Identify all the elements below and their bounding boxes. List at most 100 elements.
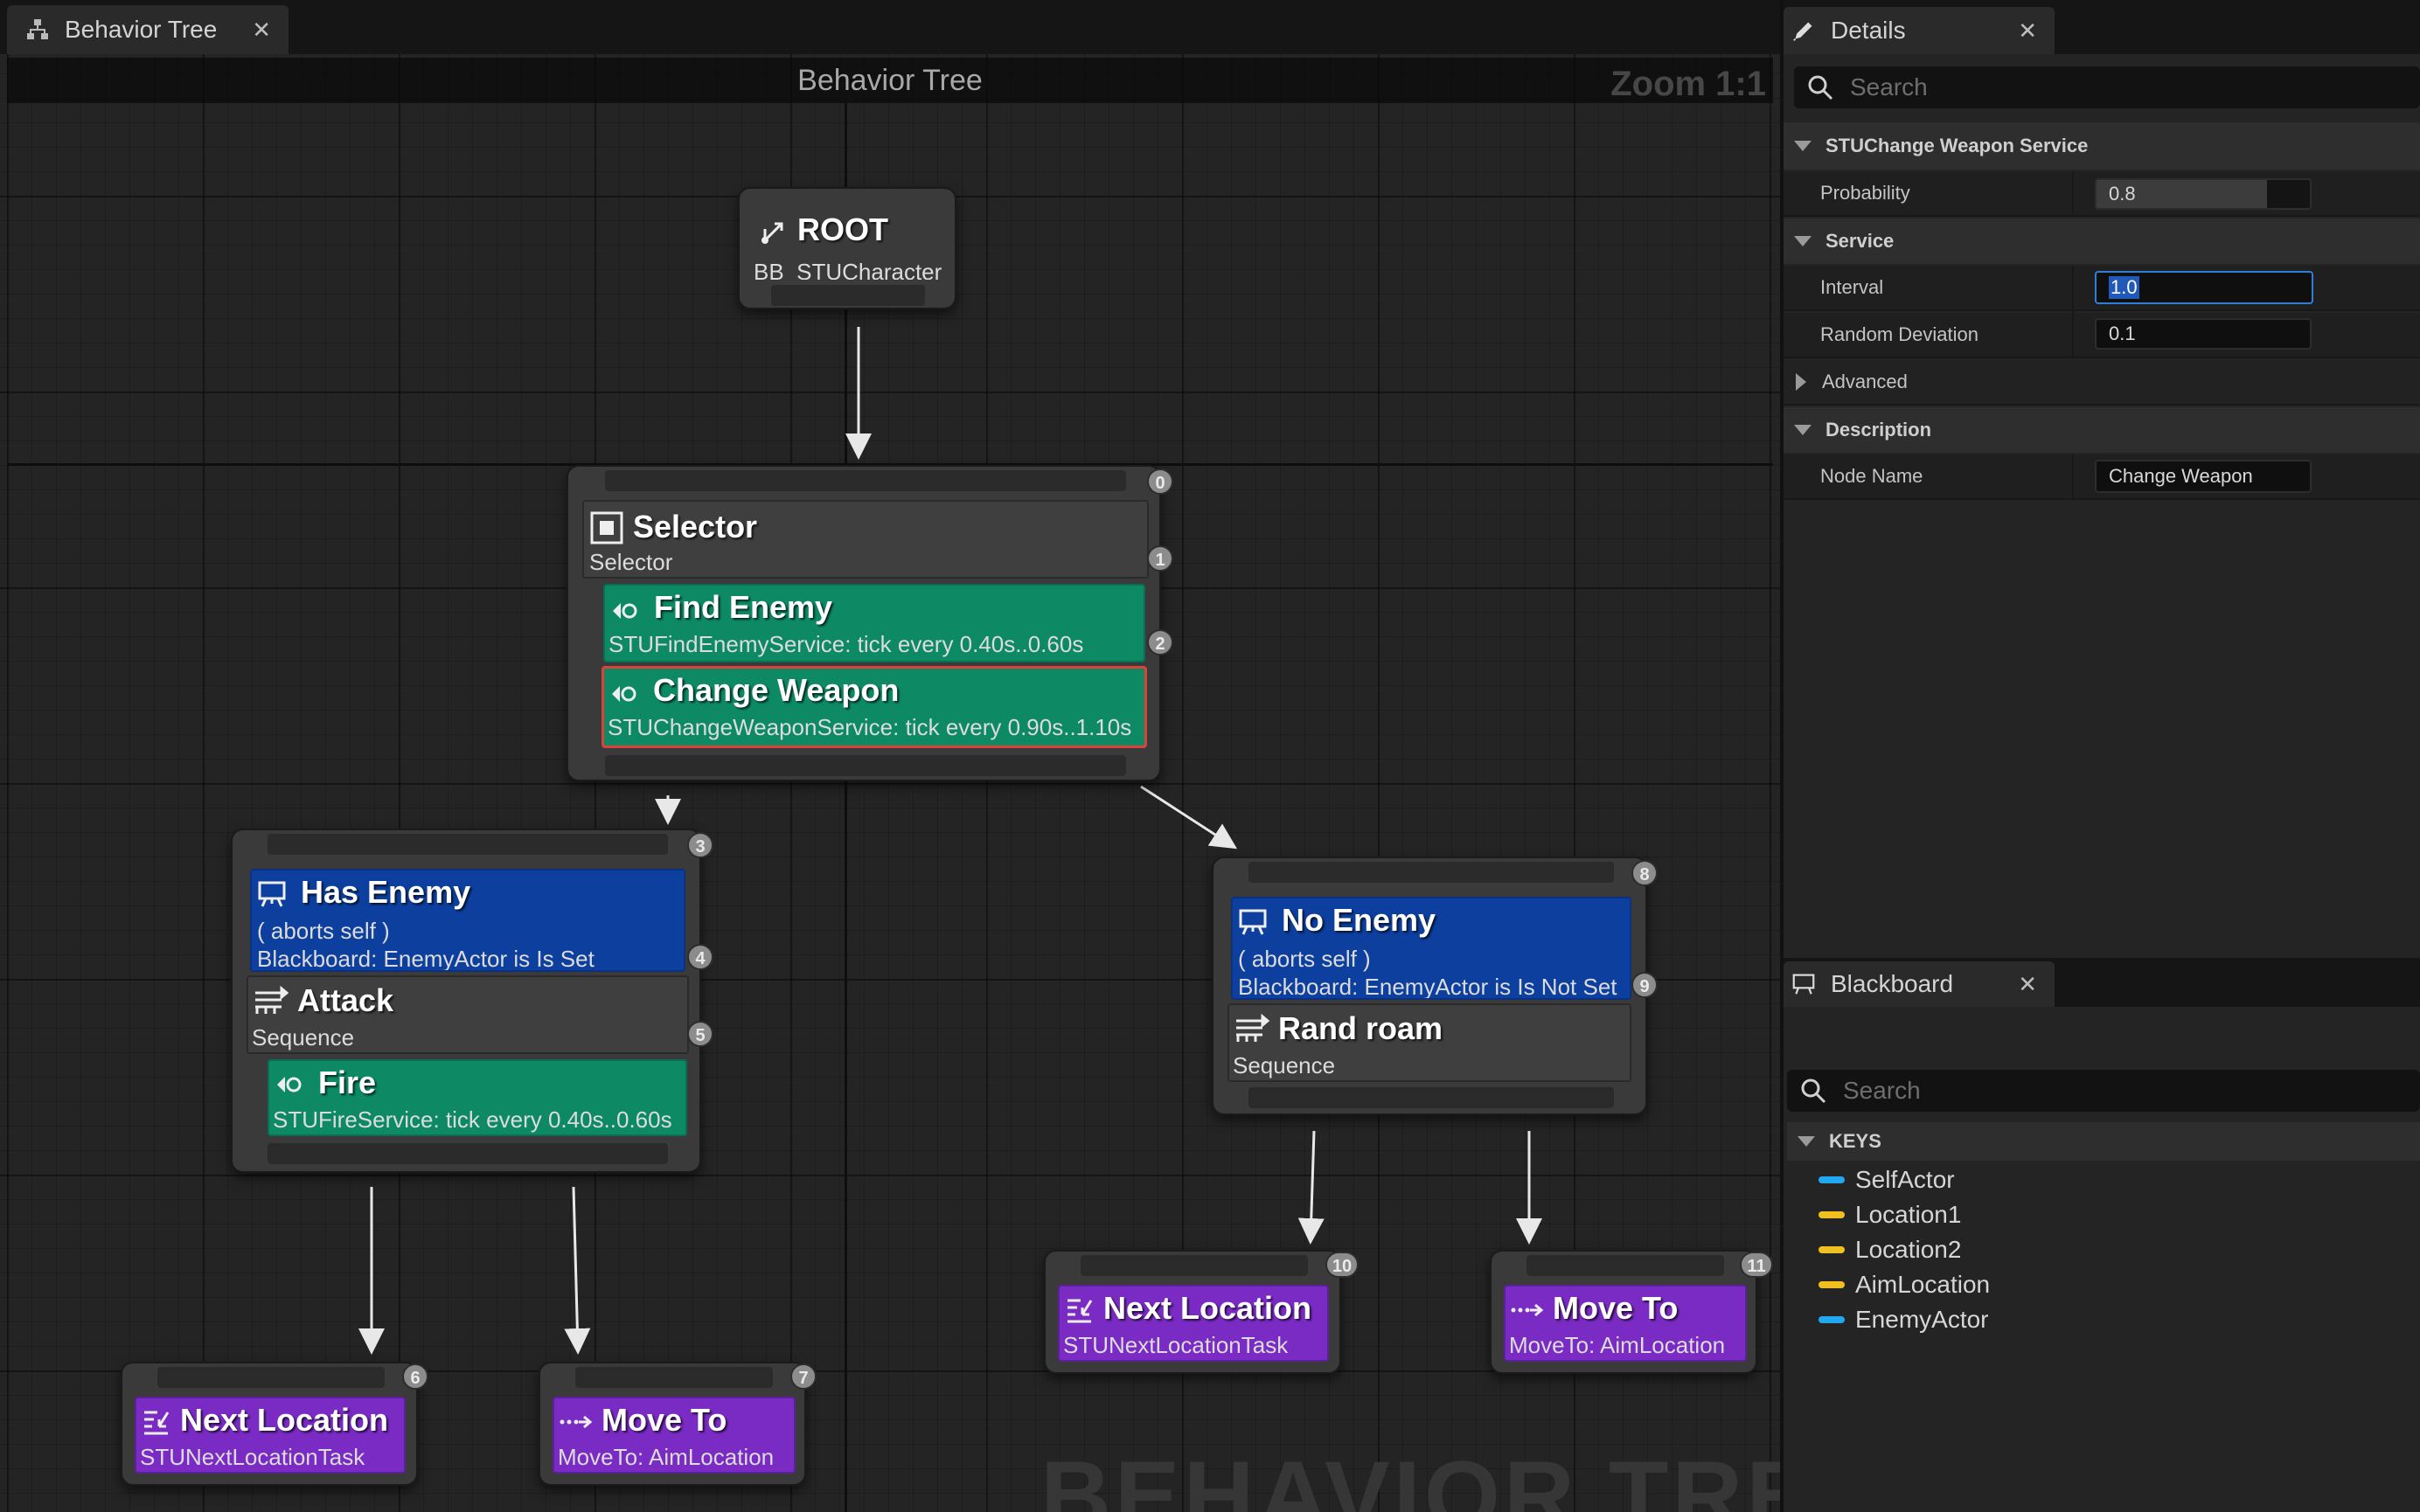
node-subtitle: ( aborts self ) — [257, 918, 390, 944]
execution-index: 9 — [1631, 972, 1658, 998]
key-type-indicator — [1818, 1316, 1845, 1323]
key-type-indicator — [1818, 1281, 1845, 1288]
output-pin[interactable] — [268, 1143, 668, 1164]
random-deviation-value: 0.1 — [2109, 323, 2136, 344]
sequence-attack[interactable]: Attack Sequence — [247, 975, 689, 1054]
input-pin[interactable] — [1526, 1255, 1724, 1276]
node-move-to-b[interactable]: Move To MoveTo: AimLocation — [1490, 1250, 1757, 1374]
graph-axis-vertical — [845, 103, 847, 1512]
category-keys[interactable]: KEYS — [1787, 1122, 2420, 1161]
node-title: No Enemy — [1282, 902, 1436, 938]
root-body: ROOT BB_STUCharacter — [750, 201, 944, 280]
key-type-indicator — [1818, 1176, 1845, 1183]
decorator-has-enemy[interactable]: Has Enemy ( aborts self ) Blackboard: En… — [250, 869, 685, 972]
node-attack[interactable]: Has Enemy ( aborts self ) Blackboard: En… — [231, 829, 701, 1173]
input-pin[interactable] — [1081, 1255, 1308, 1276]
wire-attack-moveto — [564, 1186, 591, 1355]
blackboard-key-enemy-actor[interactable]: EnemyActor — [1818, 1306, 1989, 1334]
blackboard-key-aim-location[interactable]: AimLocation — [1818, 1271, 1990, 1299]
tab-details[interactable]: Details ✕ — [1784, 7, 2055, 54]
node-subtitle: MoveTo: AimLocation — [558, 1444, 775, 1470]
input-pin[interactable] — [157, 1367, 385, 1388]
property-label: Node Name — [1820, 465, 1923, 487]
output-pin[interactable] — [1248, 1087, 1614, 1108]
key-label: AimLocation — [1855, 1271, 1991, 1298]
random-deviation-input[interactable]: 0.1 — [2095, 318, 2312, 350]
tab-label: Details — [1831, 17, 1906, 44]
node-selector[interactable]: Selector Selector Find Enemy STUFindEnem… — [567, 465, 1161, 781]
category-label: KEYS — [1829, 1130, 1881, 1152]
category-description[interactable]: Description — [1784, 407, 2420, 453]
category-advanced[interactable]: Advanced — [1784, 360, 2420, 406]
task-next-location[interactable]: Next Location STUNextLocationTask — [1058, 1285, 1329, 1362]
node-subtitle: Blackboard: EnemyActor is Is Not Set — [1238, 974, 1617, 1000]
node-title: Change Weapon — [653, 672, 900, 708]
property-label: Advanced — [1822, 371, 1908, 392]
node-title: Has Enemy — [301, 874, 471, 910]
task-next-location[interactable]: Next Location STUNextLocationTask — [135, 1397, 406, 1474]
input-pin[interactable] — [605, 470, 1126, 491]
wire-randroam-nextlocation — [1297, 1130, 1325, 1245]
node-name-input[interactable]: Change Weapon — [2095, 460, 2312, 493]
node-title: ROOT — [797, 212, 888, 247]
tab-behavior-tree[interactable]: Behavior Tree ✕ — [7, 5, 289, 54]
key-label: Location2 — [1855, 1236, 1962, 1263]
node-next-location-a[interactable]: Next Location STUNextLocationTask — [121, 1362, 418, 1486]
node-name-value: Change Weapon — [2109, 465, 2253, 487]
node-move-to-a[interactable]: Move To MoveTo: AimLocation — [539, 1362, 806, 1486]
node-next-location-b[interactable]: Next Location STUNextLocationTask — [1044, 1250, 1341, 1374]
details-search-input[interactable]: Search — [1794, 66, 2420, 108]
input-pin[interactable] — [268, 834, 668, 855]
close-icon[interactable]: ✕ — [252, 16, 271, 43]
tab-label: Blackboard — [1831, 970, 1954, 997]
execution-index: 11 — [1740, 1252, 1773, 1278]
search-placeholder: Search — [1843, 1077, 1921, 1104]
expand-arrow-icon — [1796, 373, 1806, 391]
task-move-to[interactable]: Move To MoveTo: AimLocation — [553, 1397, 796, 1474]
node-root[interactable]: ROOT BB_STUCharacter — [738, 187, 956, 309]
column-divider — [2072, 454, 2074, 500]
selector-composite[interactable]: Selector Selector — [582, 500, 1149, 579]
service-icon — [612, 686, 636, 702]
category-service[interactable]: Service — [1784, 218, 2420, 264]
blackboard-icon — [1792, 973, 1815, 995]
execution-index: 7 — [790, 1363, 817, 1390]
category-label: STUChange Weapon Service — [1825, 135, 2089, 156]
node-subtitle: MoveTo: AimLocation — [1509, 1332, 1726, 1358]
sequence-rand-roam[interactable]: Rand roam Sequence — [1227, 1003, 1631, 1082]
close-icon[interactable]: ✕ — [2018, 970, 2037, 997]
service-find-enemy[interactable]: Find Enemy STUFindEnemyService: tick eve… — [603, 584, 1145, 662]
service-change-weapon[interactable]: Change Weapon STUChangeWeaponService: ti… — [602, 666, 1147, 748]
move-icon — [1511, 1303, 1544, 1317]
node-title: Find Enemy — [654, 589, 833, 625]
input-pin[interactable] — [1248, 862, 1614, 883]
execution-index: 3 — [687, 832, 713, 858]
decorator-no-enemy[interactable]: No Enemy ( aborts self ) Blackboard: Ene… — [1231, 897, 1631, 1000]
blackboard-key-location2[interactable]: Location2 — [1818, 1236, 1961, 1264]
category-label: Service — [1825, 230, 1895, 252]
sequence-icon — [255, 986, 289, 1014]
node-rand-roam[interactable]: No Enemy ( aborts self ) Blackboard: Ene… — [1212, 857, 1647, 1115]
connection-wires — [358, 327, 1542, 1355]
probability-slider[interactable]: 0.8 — [2095, 178, 2312, 210]
input-pin[interactable] — [575, 1367, 773, 1388]
blackboard-search-input[interactable]: Search — [1787, 1070, 2420, 1112]
output-pin[interactable] — [771, 285, 925, 306]
execution-index: 10 — [1325, 1252, 1359, 1278]
blackboard-key-location1[interactable]: Location1 — [1818, 1201, 1961, 1229]
search-placeholder: Search — [1850, 73, 1928, 101]
category-stu-change-weapon-service[interactable]: STUChange Weapon Service — [1784, 122, 2420, 170]
service-fire[interactable]: Fire STUFireService: tick every 0.40s..0… — [268, 1059, 687, 1136]
tab-blackboard[interactable]: Blackboard ✕ — [1784, 961, 2055, 1007]
output-pin[interactable] — [605, 755, 1126, 776]
blackboard-panel — [1780, 953, 2420, 1512]
node-title: Move To — [602, 1402, 727, 1438]
interval-input[interactable]: 1.0 — [2095, 271, 2313, 304]
execution-index: 8 — [1631, 860, 1658, 886]
task-move-to[interactable]: Move To MoveTo: AimLocation — [1504, 1285, 1747, 1362]
blackboard-key-self-actor[interactable]: SelfActor — [1818, 1166, 1955, 1194]
execution-index: 0 — [1147, 468, 1173, 495]
execution-index: 6 — [402, 1363, 428, 1390]
close-icon[interactable]: ✕ — [2018, 17, 2037, 44]
property-label: Random Deviation — [1820, 323, 1978, 345]
